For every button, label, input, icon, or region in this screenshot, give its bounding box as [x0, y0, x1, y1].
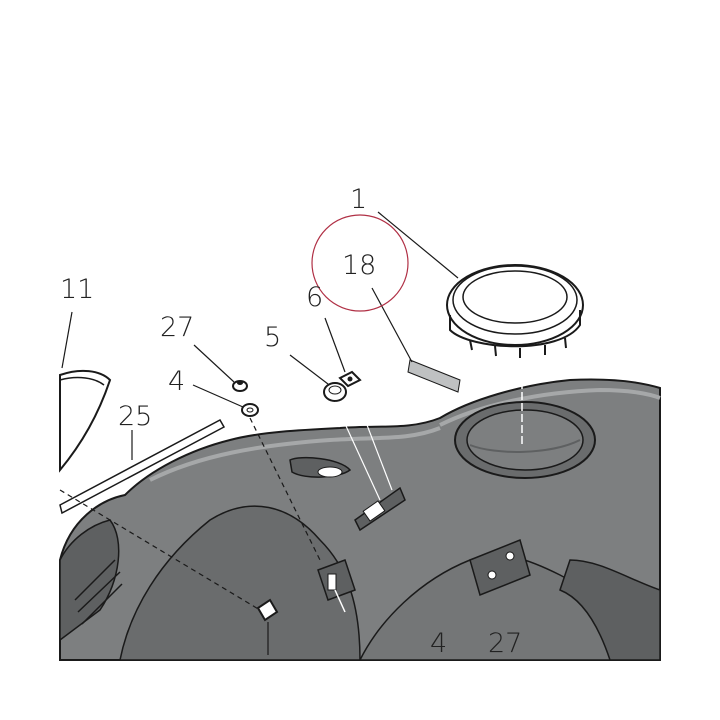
clip-part-bottom	[256, 598, 279, 622]
side-cover-part	[59, 369, 112, 473]
callout-25: 25	[118, 401, 152, 432]
assembly-lines	[59, 370, 523, 613]
callout-11: 11	[60, 274, 94, 305]
callout-27-bottom: 27	[488, 628, 522, 659]
callout-27-top: 27	[160, 312, 194, 343]
seal-strip-part	[407, 359, 461, 393]
callout-18: 18	[342, 250, 376, 281]
callout-4-left: 4	[168, 366, 185, 397]
fuel-tank-body	[59, 378, 661, 661]
callout-5: 5	[264, 322, 281, 353]
grommet-part-5	[323, 382, 347, 402]
filler-ring-part	[446, 264, 584, 358]
highlight-circle	[311, 214, 409, 312]
leader-lines	[61, 211, 459, 655]
callout-6: 6	[306, 282, 323, 313]
callout-4-bottom: 4	[430, 628, 447, 659]
callout-1: 1	[350, 184, 367, 215]
rubber-strip-part	[59, 418, 226, 515]
nut-part-6	[338, 370, 362, 388]
washer-part-4-left	[241, 403, 259, 417]
screw-part-27-top	[232, 380, 248, 392]
